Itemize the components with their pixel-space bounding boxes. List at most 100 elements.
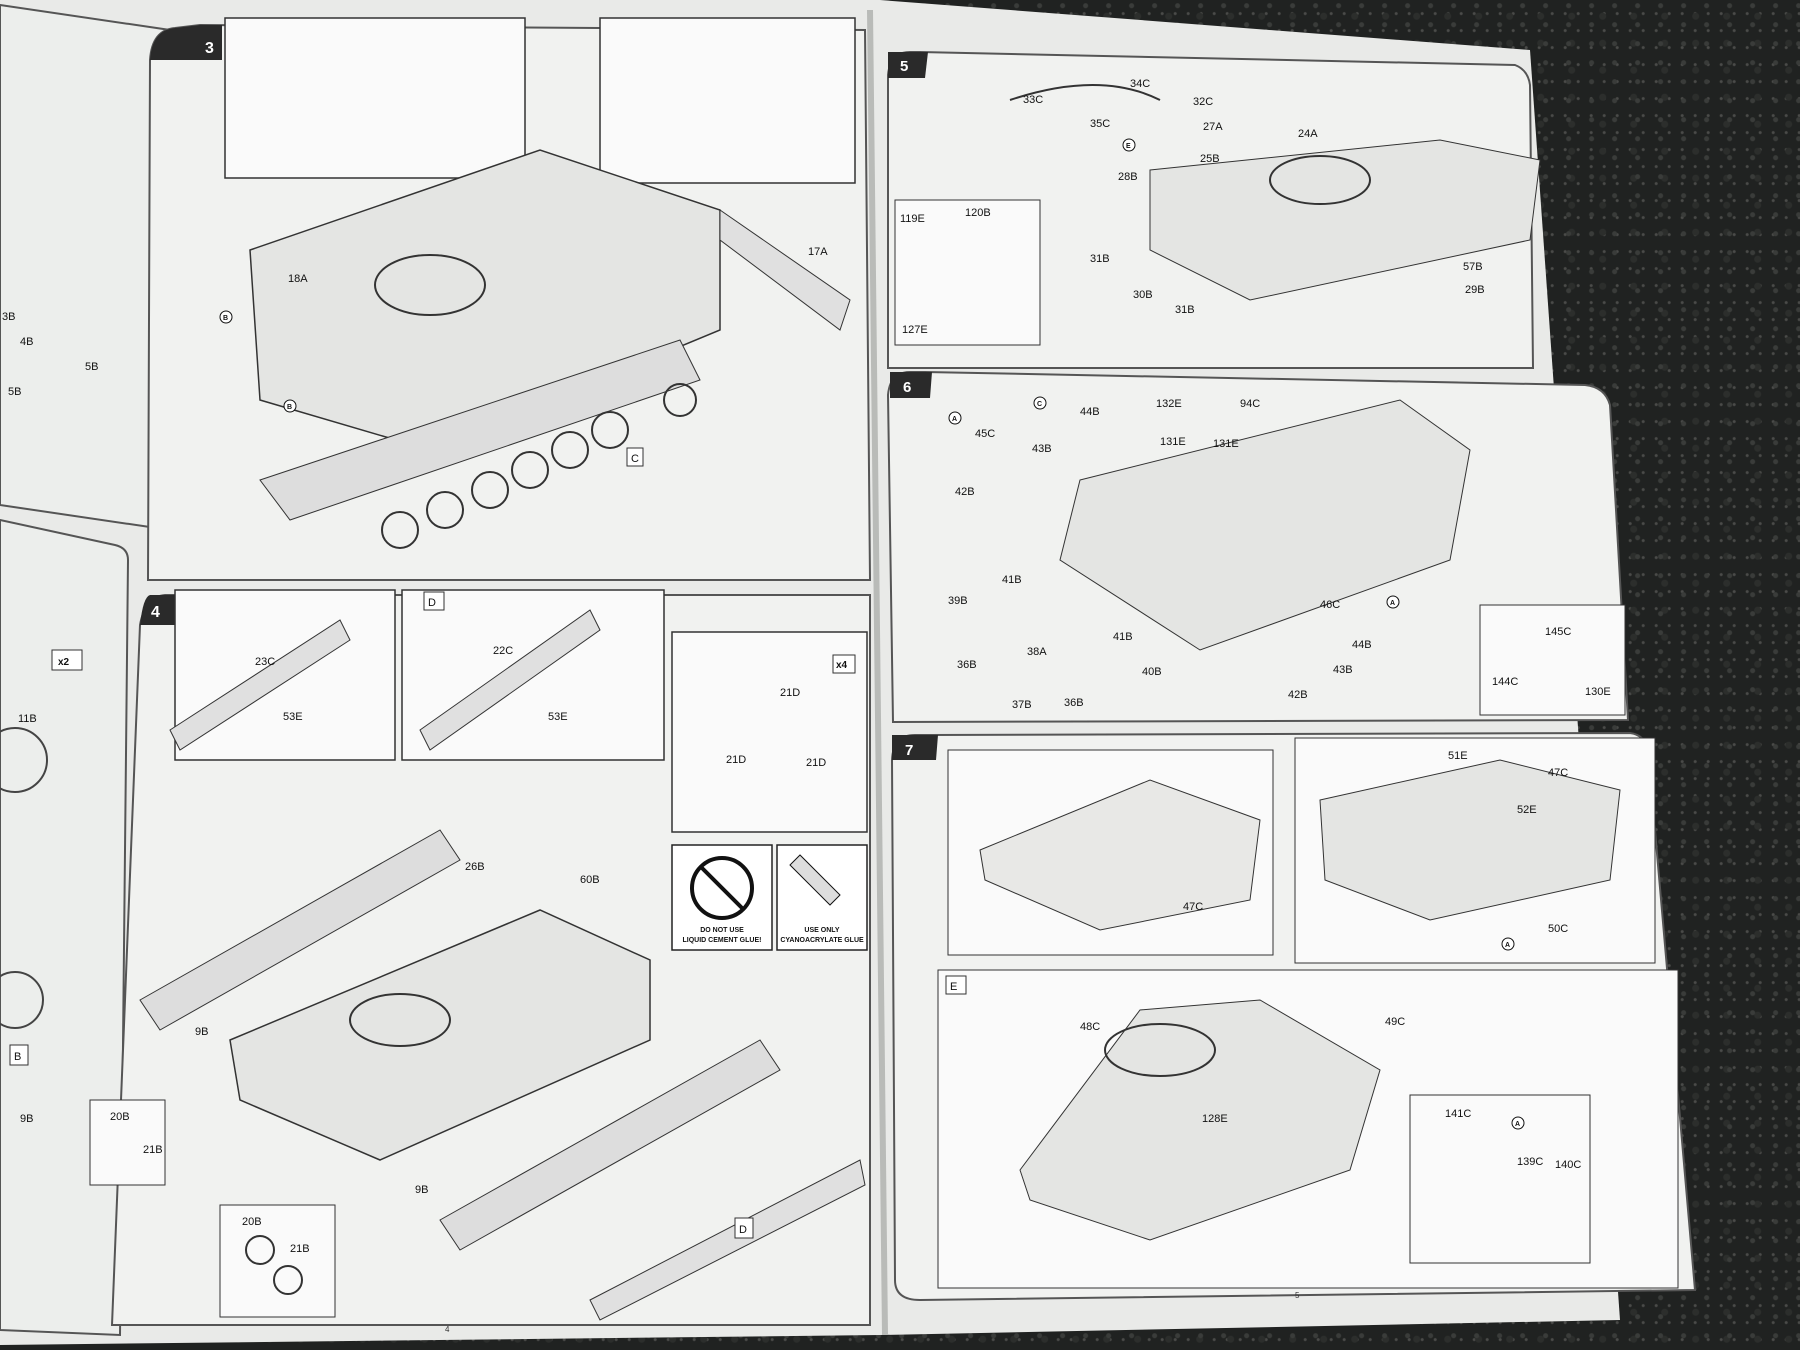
part-label: 4B — [20, 336, 33, 348]
part-label: 128E — [1202, 1113, 1228, 1125]
part-label: 33C — [1023, 94, 1043, 106]
track-run-drawing — [139, 829, 461, 1031]
turret-shell-drawing — [1319, 759, 1621, 921]
callout-box — [1479, 604, 1626, 716]
part-label: 11B — [18, 713, 37, 725]
step-3-panel: 3 18A 17A C B B — [146, 17, 872, 581]
warning-text: LIQUID CEMENT GLUE! — [683, 937, 762, 944]
part-label: 38A — [1027, 646, 1047, 658]
turret-ring-drawing — [374, 254, 486, 316]
turret-ring-drawing — [349, 993, 451, 1047]
left-multiplier: x2 — [58, 657, 70, 668]
part-label: 35C — [1090, 118, 1110, 130]
step-badge — [888, 52, 928, 78]
part-label: 31B — [1175, 304, 1195, 316]
marker-label: A — [1515, 1121, 1520, 1128]
side-skirt-drawing — [589, 1159, 866, 1321]
step-badge — [150, 25, 222, 60]
part-label: 37B — [1012, 699, 1032, 711]
wheel-detail-box — [89, 1099, 166, 1186]
step-number: 3 — [205, 40, 214, 57]
sub-box-label: D — [739, 1224, 747, 1236]
part-label: 21D — [726, 754, 746, 766]
part-label: 23C — [255, 656, 275, 668]
step-7-panel: 7 47C 51E 47C 52E 50C E 48C 49C 128E 141… — [890, 731, 1697, 1302]
page-number: 4 — [445, 1325, 450, 1334]
part-label: 21D — [806, 757, 826, 769]
turret-ring-drawing — [1269, 155, 1371, 205]
step-badge — [890, 372, 932, 398]
part-label: 9B — [20, 1113, 33, 1125]
side-skirt-drawing — [419, 609, 601, 751]
part-label: 20B — [110, 1111, 130, 1123]
part-label: 30B — [1133, 289, 1153, 301]
marker-label: A — [1505, 942, 1510, 949]
step-6-panel: 6 45C 44B 43B 42B 132E 94C 131E 131E 41B… — [886, 371, 1630, 724]
part-label: 120B — [965, 207, 991, 219]
part-label: 130E — [1585, 686, 1611, 698]
warning-text: DO NOT USE — [700, 927, 744, 934]
multiplier-label: x4 — [836, 660, 848, 671]
step-4-panel: 4 D 23C 53E 22C 53E x4 21D 21D 21D DO NO… — [89, 589, 871, 1334]
part-label: 50C — [1548, 923, 1568, 935]
part-label: 53E — [283, 711, 303, 723]
sub-box-label: E — [950, 981, 957, 993]
part-label: 45C — [975, 428, 995, 440]
part-label: 3B — [2, 311, 15, 323]
part-label: 40B — [1142, 666, 1162, 678]
part-label: 39B — [948, 595, 968, 607]
part-label: 94C — [1240, 398, 1260, 410]
part-label: 42B — [955, 486, 975, 498]
road-wheels-drawing — [381, 383, 697, 549]
part-label: 25B — [1200, 153, 1220, 165]
part-label: 27A — [1203, 121, 1223, 133]
detail-box — [1409, 1094, 1591, 1264]
part-label: 18A — [288, 273, 308, 285]
part-label: 131E — [1160, 436, 1186, 448]
warning-text: CYANOACRYLATE GLUE — [780, 937, 864, 944]
lower-hull-drawing — [259, 339, 701, 521]
marker-label: C — [1037, 401, 1042, 408]
callout-box — [224, 17, 526, 179]
part-label: 47C — [1548, 767, 1568, 779]
part-label: 145C — [1545, 626, 1571, 638]
hull-floor-drawing — [979, 779, 1261, 931]
part-label: 31B — [1090, 253, 1110, 265]
marker-label: E — [1126, 143, 1131, 150]
part-label: 24A — [1298, 128, 1318, 140]
part-label: 47C — [1183, 901, 1203, 913]
part-label: 26B — [465, 861, 485, 873]
hull-drawing — [1059, 399, 1471, 651]
callout-box — [894, 199, 1041, 346]
part-label: 21B — [143, 1144, 163, 1156]
part-label: 60B — [580, 874, 600, 886]
part-label: 139C — [1517, 1156, 1543, 1168]
step-badge — [892, 735, 938, 760]
marker-label: C — [631, 453, 639, 465]
warning-text: USE ONLY — [804, 927, 839, 934]
step-number: 6 — [903, 379, 911, 396]
step-number: 5 — [900, 58, 908, 75]
marker-label: B — [223, 315, 228, 322]
part-label: 119E — [900, 213, 925, 225]
booklet-spine — [867, 9, 888, 1336]
step-number: 7 — [905, 742, 913, 759]
part-label: 144C — [1492, 676, 1518, 688]
glue-bottle-icon — [789, 854, 841, 906]
part-label: 9B — [195, 1026, 208, 1038]
hull-drawing — [1149, 139, 1541, 301]
track-run-drawing — [439, 1039, 781, 1251]
part-label: 141C — [1445, 1108, 1471, 1120]
part-label: 46C — [1320, 599, 1340, 611]
part-label: 44B — [1080, 406, 1100, 418]
part-label: 20B — [242, 1216, 262, 1228]
step-number: 4 — [151, 604, 160, 621]
part-label: 127E — [902, 324, 928, 336]
part-label: 5B — [8, 386, 21, 398]
prohibited-icon — [690, 856, 754, 920]
part-label: 44B — [1352, 639, 1372, 651]
part-label: 43B — [1333, 664, 1353, 676]
part-label: 52E — [1517, 804, 1537, 816]
part-label: 29B — [1465, 284, 1485, 296]
part-label: 51E — [1448, 750, 1468, 762]
